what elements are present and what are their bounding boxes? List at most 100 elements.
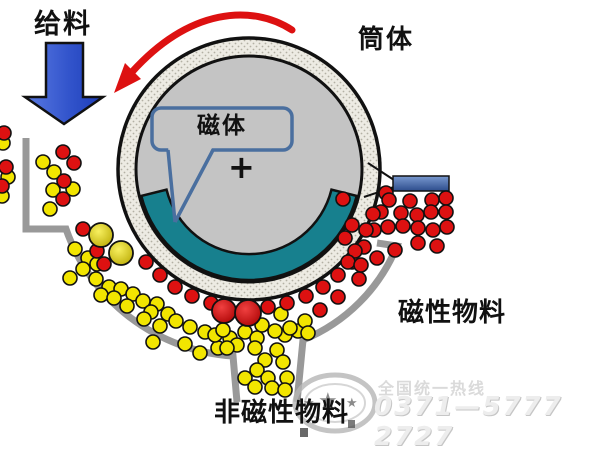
- magnetic-particle: [410, 235, 426, 251]
- non-magnetic-particle: [42, 201, 58, 217]
- non-magnetic-particle: [35, 154, 51, 170]
- watermark-seal-mark: [348, 420, 355, 428]
- magnetic-particle: [425, 222, 441, 238]
- non-magnetic-particle: [62, 270, 78, 286]
- watermark-star-icon: ★: [303, 396, 315, 411]
- non-magnetic-particle: [275, 354, 291, 370]
- magnetic-particle: [330, 289, 346, 305]
- magnetic-particle: [380, 219, 396, 235]
- magnetic-particle: [402, 193, 418, 209]
- watermark-tagline: 全国统一热线: [378, 379, 487, 398]
- magnet-arc: [139, 188, 359, 282]
- non-magnetic-particle: [237, 370, 253, 386]
- non-magnetic-particle: [300, 325, 316, 341]
- non-magnetic-particle: [277, 382, 293, 398]
- watermark-star-icon: ★: [346, 396, 358, 411]
- magnetic-particle: [167, 279, 183, 295]
- non-magnetic-particle: [249, 362, 265, 378]
- magnetic-particle: [75, 221, 91, 237]
- rotation-arrow-curve: [128, 11, 296, 76]
- non-magnetic-particle: [152, 318, 168, 334]
- watermark-seal-mark: [300, 428, 308, 437]
- magnetic-particle: [335, 191, 351, 207]
- rotation-arrow: [114, 11, 296, 93]
- watermark-logo: ★ ★ ★: [292, 372, 378, 437]
- magnetic-particle: [410, 220, 426, 236]
- non-magnetic-particle: [182, 319, 198, 335]
- magnetic-particle: [423, 204, 439, 220]
- non-magnetic-particle: [192, 345, 208, 361]
- watermark-star-icon: ★: [318, 389, 338, 414]
- magnetic-particle: [381, 192, 397, 208]
- magnetic-particle: [298, 288, 314, 304]
- magnet-callout: [150, 106, 294, 223]
- magnetic-particle: [279, 295, 295, 311]
- magnet-callout-pointer: [168, 146, 213, 222]
- magnetic-particle: [387, 242, 403, 258]
- magnetic-particle: [439, 219, 455, 235]
- drum-axis-plus: +: [228, 148, 255, 186]
- magnetic-particle: [438, 190, 454, 206]
- non-magnetic-material-label: 非磁性物料: [214, 398, 350, 428]
- non-magnetic-particle: [145, 334, 161, 350]
- non-magnetic-particle: [215, 322, 231, 338]
- non-magnetic-particle: [264, 380, 280, 396]
- big-magnetic-particle: [234, 299, 262, 327]
- non-magnetic-particle: [119, 298, 135, 314]
- magnetic-particle: [369, 250, 385, 266]
- magnet-label: 磁体: [197, 113, 247, 139]
- magnetic-particle: [152, 267, 168, 283]
- magnetic-particle: [337, 230, 353, 246]
- magnetic-particle: [0, 159, 14, 175]
- magnetic-particle: [55, 144, 71, 160]
- big-non-magnetic-particle: [88, 222, 114, 248]
- non-magnetic-particle: [75, 261, 91, 277]
- magnetic-particle: [409, 207, 425, 223]
- non-magnetic-particle: [257, 352, 273, 368]
- non-magnetic-particle: [106, 290, 122, 306]
- magnetic-particle: [429, 238, 445, 254]
- magnetic-particle: [330, 267, 346, 283]
- magnetic-particle: [351, 271, 367, 287]
- magnetic-particle: [260, 299, 276, 315]
- rotation-arrowhead-icon: [114, 63, 141, 93]
- non-magnetic-particle: [136, 311, 152, 327]
- magnetic-particle: [358, 222, 374, 238]
- watermark-oval-inner: [304, 383, 366, 423]
- non-magnetic-particle: [88, 271, 104, 287]
- magnetic-particle: [347, 243, 363, 259]
- non-magnetic-particle: [219, 340, 235, 356]
- magnetic-particle: [66, 155, 82, 171]
- magnetic-particle: [96, 256, 112, 272]
- drum-label: 筒体: [358, 25, 415, 55]
- magnetic-particle: [312, 302, 328, 318]
- watermark-oval: [292, 372, 378, 434]
- feed-arrow-icon: [20, 41, 108, 126]
- magnetic-particle: [340, 254, 356, 270]
- feed-hopper-and-left-splitter: [22, 138, 241, 403]
- non-magnetic-particle: [247, 379, 263, 395]
- magnetic-particle: [395, 218, 411, 234]
- non-magnetic-particle: [282, 320, 298, 336]
- magnetic-particle: [365, 206, 381, 222]
- non-magnetic-particle: [267, 323, 283, 339]
- non-magnetic-particle: [247, 340, 263, 356]
- non-magnetic-particle: [177, 336, 193, 352]
- non-magnetic-particle: [269, 342, 285, 358]
- magnet-callout-pointer-lines: [166, 149, 215, 223]
- scraper-bar: [392, 175, 450, 192]
- magnetic-particle: [56, 173, 72, 189]
- magnetic-particle: [184, 288, 200, 304]
- watermark-phone: 0371—5777 2727: [374, 392, 563, 450]
- feed-label: 给料: [34, 9, 92, 40]
- magnetic-particle: [138, 254, 154, 270]
- magnetic-particle: [0, 125, 12, 141]
- magnetic-particle: [0, 178, 10, 194]
- non-magnetic-particle: [93, 287, 109, 303]
- magnetic-particle: [315, 279, 331, 295]
- magnet-callout-box: [150, 106, 294, 152]
- magnetic-particle: [393, 205, 409, 221]
- magnetic-particle: [438, 204, 454, 220]
